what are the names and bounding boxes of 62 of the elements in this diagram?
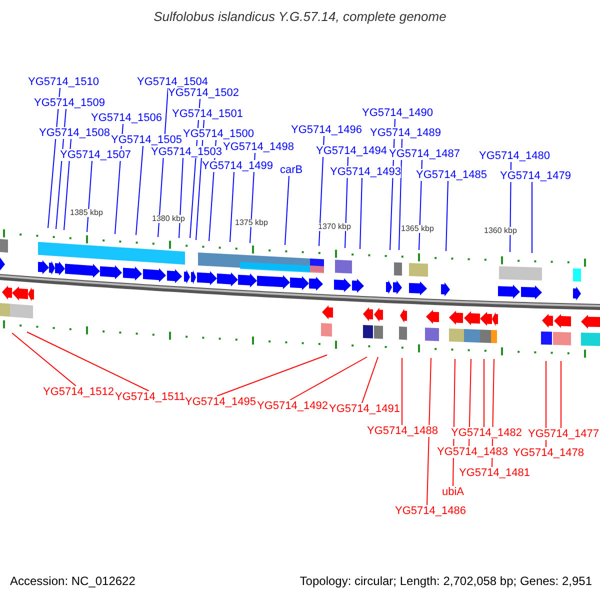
gene-label: YG5714_1495 xyxy=(185,396,256,408)
gene-label: YG5714_1498 xyxy=(223,141,294,153)
gene-label: YG5714_1481 xyxy=(459,467,530,479)
gene-label: YG5714_1506 xyxy=(91,112,162,124)
gene-label: YG5714_1496 xyxy=(291,124,362,136)
gene-label: YG5714_1501 xyxy=(172,108,243,120)
leader-line xyxy=(560,360,562,428)
gene-label: YG5714_1485 xyxy=(416,169,487,181)
gene-label: YG5714_1490 xyxy=(362,107,433,119)
gene-label: YG5714_1479 xyxy=(500,170,571,182)
leader-line xyxy=(216,354,328,396)
gene-label: YG5714_1483 xyxy=(437,446,508,458)
leader-line xyxy=(64,138,72,230)
gene-label: YG5714_1492 xyxy=(257,400,328,412)
leader-line xyxy=(362,356,378,404)
accession-text: Accession: NC_012622 xyxy=(10,575,136,587)
leader-line xyxy=(284,176,290,246)
gene-label: YG5714_1477 xyxy=(528,428,599,440)
gene-label: YG5714_1508 xyxy=(39,127,110,139)
gene-label: YG5714_1482 xyxy=(451,427,522,439)
gene-label: YG5714_1504 xyxy=(137,76,208,88)
leader-line xyxy=(468,358,472,446)
scale-label: 1365 kbp xyxy=(401,225,434,233)
scale-label: 1360 kbp xyxy=(484,227,517,235)
gene-label: YG5714_1510 xyxy=(28,76,99,88)
scale-label: 1370 kbp xyxy=(318,223,351,231)
gene-label: YG5714_1489 xyxy=(370,127,441,139)
scale-label: 1385 kbp xyxy=(70,209,103,217)
leader-line xyxy=(446,180,448,252)
leader-line xyxy=(178,158,184,238)
gene-label: YG5714_1505 xyxy=(111,134,182,146)
scale-label: 1375 kbp xyxy=(235,219,268,227)
gene-label: YG5714_1500 xyxy=(183,128,254,140)
leader-line xyxy=(230,172,234,242)
gene-label: YG5714_1507 xyxy=(60,149,131,161)
gene-label: YG5714_1502 xyxy=(168,87,239,99)
leader-line xyxy=(136,146,144,236)
leader-line xyxy=(290,356,368,400)
genome-info-text: Topology: circular; Length: 2,702,058 bp; Genes: 2,951 xyxy=(300,575,592,587)
leader-line xyxy=(12,332,76,386)
gene-label: YG5714_1499 xyxy=(202,160,273,172)
leader-line xyxy=(26,332,150,392)
leader-line xyxy=(86,160,92,232)
gene-label: YG5714_1487 xyxy=(389,148,460,160)
gene-label: YG5714_1509 xyxy=(34,97,105,109)
gene-label: YG5714_1491 xyxy=(329,403,400,415)
gene-label: YG5714_1478 xyxy=(513,447,584,459)
gene-label: YG5714_1493 xyxy=(330,166,401,178)
gene-label: ubiA xyxy=(442,486,464,498)
leader-line xyxy=(360,178,362,250)
gene-label: YG5714_1511 xyxy=(115,391,186,403)
gene-label: YG5714_1494 xyxy=(316,145,387,157)
gene-label: YG5714_1503 xyxy=(151,146,222,158)
gene-label: carB xyxy=(280,164,303,176)
gene-label: YG5714_1486 xyxy=(395,505,466,517)
title: Sulfolobus islandicus Y.G.57.14, complete genome xyxy=(152,10,448,23)
scale-label: 1380 kbp xyxy=(152,215,185,223)
leader-line xyxy=(398,138,402,250)
gene-label: YG5714_1488 xyxy=(367,425,438,437)
gene-label: YG5714_1512 xyxy=(43,386,114,398)
leader-line xyxy=(426,358,432,506)
gene-label: YG5714_1480 xyxy=(479,150,550,162)
